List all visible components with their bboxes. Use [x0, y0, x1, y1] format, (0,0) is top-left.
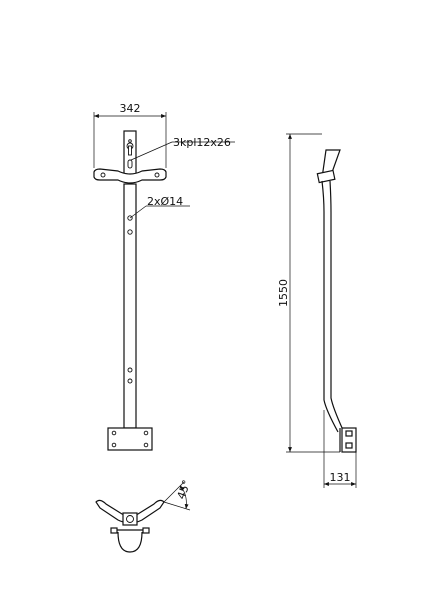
top-view-pipe-ring — [117, 531, 143, 553]
side-view: 1550 131 — [277, 133, 357, 488]
base-hole-br — [143, 442, 149, 448]
angle-45-label: 45° — [175, 478, 194, 501]
top-view-bolt — [126, 515, 134, 523]
front-view: 342 3kpl12x26 2xØ14 — [93, 102, 235, 451]
saddle-crossbar — [93, 168, 167, 184]
base-hole-bl — [111, 442, 117, 448]
top-view-ear-right — [142, 527, 150, 534]
saddle-hole-left — [100, 172, 106, 178]
dimension-342-label: 342 — [120, 102, 141, 115]
side-clamp — [316, 169, 336, 184]
base-hole-tr — [143, 430, 149, 436]
angle-45-dimension: 45° — [163, 478, 194, 511]
side-tube-upper-inner — [329, 180, 344, 431]
tube-hole-2 — [127, 229, 133, 235]
top-view: 45° — [95, 478, 194, 553]
slot-note-label: 3kpl12x26 — [173, 136, 231, 149]
slot-lower — [127, 159, 133, 169]
base-plate — [107, 427, 153, 451]
keyhole-slot — [126, 139, 134, 156]
side-base-bolt-bottom — [345, 442, 353, 449]
saddle-hole-right — [154, 172, 160, 178]
side-tube-upper — [321, 180, 339, 433]
dimension-1550-label: 1550 — [277, 279, 290, 307]
dimension-131: 131 — [323, 410, 357, 488]
dimension-1550: 1550 — [277, 133, 340, 453]
tube-hole-4 — [127, 378, 133, 384]
slot-note-leader: 3kpl12x26 — [130, 136, 235, 161]
dimension-342: 342 — [93, 102, 167, 168]
tube-hole-3 — [127, 367, 133, 373]
base-hole-tl — [111, 430, 117, 436]
hole-note-label: 2xØ14 — [147, 195, 183, 208]
dimension-131-label: 131 — [330, 471, 351, 484]
top-view-ear-left — [110, 527, 118, 534]
hole-note-leader: 2xØ14 — [129, 195, 190, 219]
side-base-bolt-top — [345, 430, 353, 437]
